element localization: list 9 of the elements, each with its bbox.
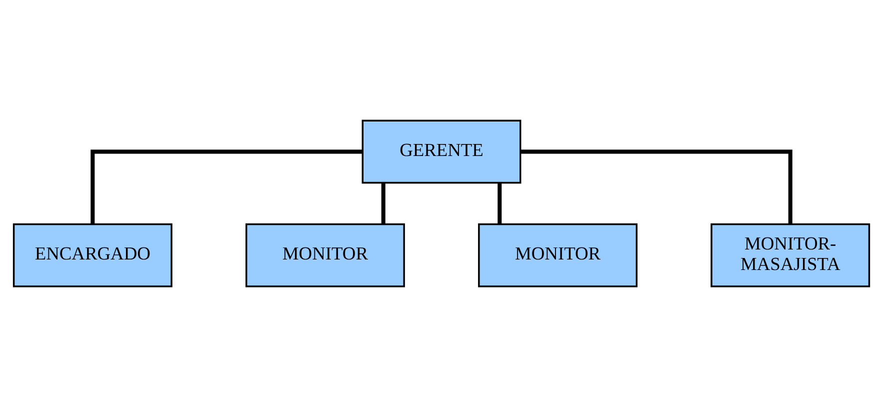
node-box: MONITOR- MASAJISTA [710, 223, 870, 288]
node-box: MONITOR [478, 223, 638, 288]
connector [498, 182, 502, 224]
node-box: GERENTE [362, 120, 522, 184]
node-box: MONITOR [245, 223, 405, 288]
connector [520, 150, 792, 224]
connector [90, 150, 362, 224]
node-box: ENCARGADO [12, 223, 172, 288]
connector [381, 182, 386, 224]
